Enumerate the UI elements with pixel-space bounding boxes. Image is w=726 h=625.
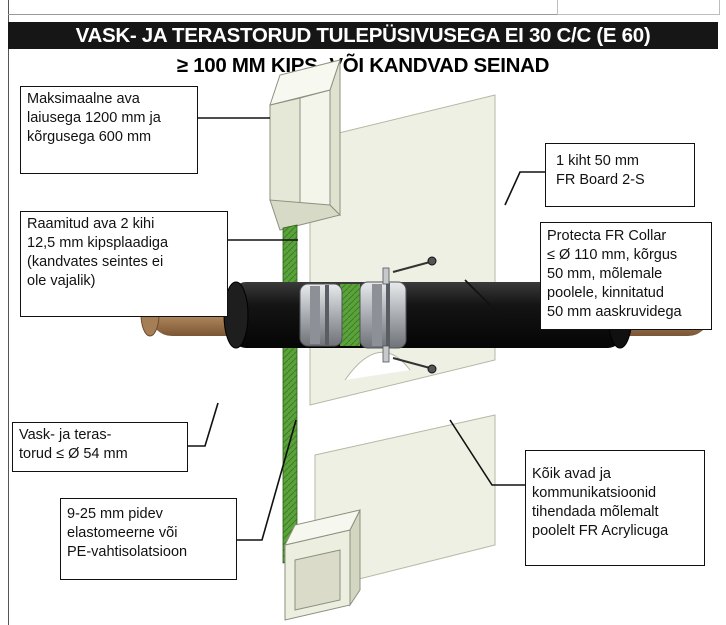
bottom-frame-channel bbox=[284, 509, 361, 621]
diagram-subtitle: ≥ 100 MM KIPS- VÕI KANDVAD SEINAD bbox=[176, 54, 550, 77]
callout-fr-board: 1 kiht 50 mm FR Board 2-S bbox=[545, 143, 695, 207]
callout-pipes-text: Vask- ja teras- torud ≤ Ø 54 mm bbox=[19, 427, 128, 462]
top-rule bbox=[8, 14, 718, 15]
title-bar bbox=[8, 22, 718, 49]
callout-fr-collar: Protecta FR Collar ≤ Ø 110 mm, kõrgus 50… bbox=[540, 222, 712, 330]
callout-fr-collar-text: Protecta FR Collar ≤ Ø 110 mm, kõrgus 50… bbox=[547, 228, 682, 320]
callout-framed-opening: Raamitud ava 2 kihi 12,5 mm kipsplaadiga… bbox=[20, 211, 228, 317]
page-tab bbox=[557, 0, 720, 15]
callout-max-opening-text: Maksimaalne ava laiusega 1200 mm ja kõrg… bbox=[27, 91, 161, 145]
callout-fr-board-text: 1 kiht 50 mm FR Board 2-S bbox=[556, 153, 645, 188]
callout-sealing-text: Kõik avad ja kommunikatsioonid tihendada… bbox=[532, 466, 669, 539]
fixing-screws bbox=[392, 256, 437, 374]
frame-left-border bbox=[8, 0, 9, 625]
diagram-title: VASK- JA TERASTORUD TULEPÜSIVUSEGA EI 30… bbox=[75, 24, 651, 47]
top-frame-channel bbox=[269, 59, 341, 231]
wall-penetration-band bbox=[340, 284, 360, 346]
callout-framed-opening-text: Raamitud ava 2 kihi 12,5 mm kipsplaadiga… bbox=[27, 216, 169, 289]
fr-collar-right bbox=[359, 267, 407, 363]
callout-max-opening: Maksimaalne ava laiusega 1200 mm ja kõrg… bbox=[20, 86, 198, 174]
callout-pipes: Vask- ja teras- torud ≤ Ø 54 mm bbox=[12, 422, 188, 472]
callout-insulation: 9-25 mm pidev elastomeerne või PE-vahtis… bbox=[60, 498, 237, 580]
leader-lines bbox=[188, 117, 545, 541]
gypsum-edge-strip bbox=[282, 224, 298, 564]
fr-collar-left bbox=[299, 283, 343, 347]
callout-insulation-text: 9-25 mm pidev elastomeerne või PE-vahtis… bbox=[67, 506, 188, 560]
callout-sealing: Kõik avad ja kommunikatsioonid tihendada… bbox=[525, 450, 705, 566]
